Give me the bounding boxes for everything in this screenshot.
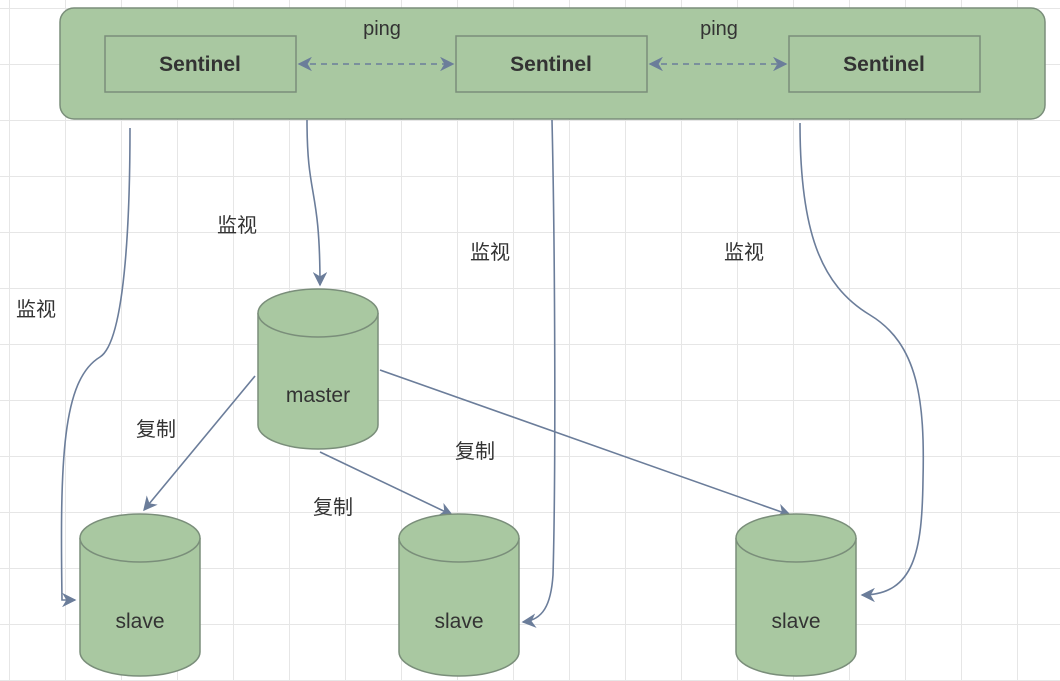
replicate-edge-slave-2 xyxy=(319,451,454,516)
replicate-edge-slave-3 xyxy=(379,369,792,518)
monitor-edge-slave-3 xyxy=(799,122,925,603)
slave-node-1: slave xyxy=(79,513,201,677)
master-cylinder-body xyxy=(257,313,379,450)
master-label: master xyxy=(286,384,350,407)
monitor-edge-slave-1 xyxy=(60,127,131,608)
slave-cylinder-top-1 xyxy=(79,513,201,563)
ping-label-2: ping xyxy=(700,18,738,40)
monitor-label-3: 监视 xyxy=(724,240,764,264)
replicate-label-3: 复制 xyxy=(313,495,353,519)
slave-label-1: slave xyxy=(115,610,164,633)
sentinel-label-1: Sentinel xyxy=(159,53,241,76)
slave-cylinder-body-3 xyxy=(735,538,857,677)
slave-node-3: slave xyxy=(735,513,857,677)
slave-label-2: slave xyxy=(434,610,483,633)
sentinel-node-2: Sentinel xyxy=(455,35,648,93)
replicate-label-2: 复制 xyxy=(455,439,495,463)
master-node: master xyxy=(257,288,379,450)
replicate-label-1: 复制 xyxy=(136,417,176,441)
monitor-edge-slave-2 xyxy=(521,119,556,628)
master-cylinder-top xyxy=(257,288,379,338)
sentinel-node-1: Sentinel xyxy=(104,35,297,93)
monitor-label-1: 监视 xyxy=(217,213,257,237)
sentinel-label-2: Sentinel xyxy=(510,53,592,76)
slave-cylinder-top-2 xyxy=(398,513,520,563)
monitor-label-2: 监视 xyxy=(470,240,510,264)
sentinel-node-3: Sentinel xyxy=(788,35,981,93)
slave-cylinder-body-2 xyxy=(398,538,520,677)
sentinel-box-2 xyxy=(455,35,648,93)
slave-cylinder-body-1 xyxy=(79,538,201,677)
slave-node-2: slave xyxy=(398,513,520,677)
monitor-label-4: 监视 xyxy=(16,297,56,321)
slave-label-3: slave xyxy=(771,610,820,633)
ping-label-1: ping xyxy=(363,18,401,40)
slave-cylinder-top-3 xyxy=(735,513,857,563)
sentinel-box-3 xyxy=(788,35,981,93)
replicate-edge-slave-1 xyxy=(143,375,256,512)
monitor-edge-master xyxy=(306,119,328,287)
sentinel-label-3: Sentinel xyxy=(843,53,925,76)
sentinel-box-1 xyxy=(104,35,297,93)
